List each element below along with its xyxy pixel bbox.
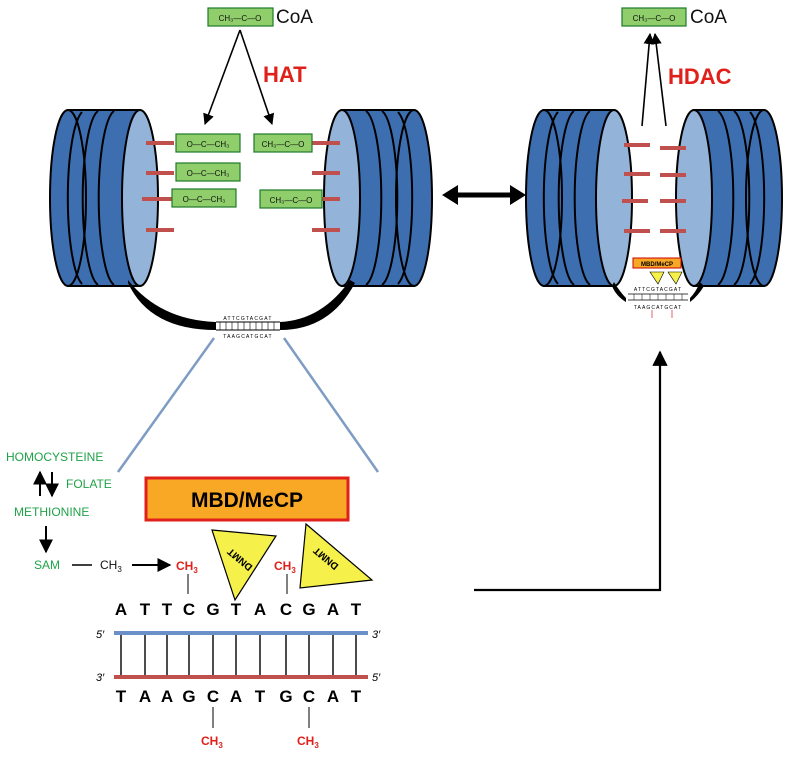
dnmt-triangle-icon: DNMT — [299, 522, 374, 589]
mini-bottom-seq: TAAGCATGCAT — [634, 305, 683, 311]
mbd-mecp-box — [144, 476, 350, 522]
hdac-label: HDAC — [668, 64, 732, 89]
five-prime-bottom: 5′ — [372, 672, 381, 684]
acetyl-group-icon — [171, 188, 237, 208]
linker-dna-left — [128, 280, 216, 330]
svg-text:T: T — [255, 687, 266, 706]
acetyl-group-icon — [253, 133, 313, 153]
dnmt-triangle-icon — [649, 271, 665, 285]
svg-text:G: G — [279, 687, 292, 706]
svg-text:G: G — [302, 600, 315, 619]
zoom-line-left — [116, 337, 216, 473]
linker-dna-right — [280, 280, 355, 330]
svg-text:A: A — [115, 600, 127, 619]
methionine-label: METHIONINE — [14, 505, 89, 519]
acetyl-label: O—C—CH₃ — [187, 169, 230, 178]
nucleosome-icon — [675, 109, 783, 287]
svg-text:T: T — [116, 687, 127, 706]
svg-text:A: A — [230, 687, 242, 706]
five-prime-top: 5′ — [96, 629, 105, 641]
double-arrow-icon — [442, 185, 526, 205]
svg-text:T: T — [351, 600, 362, 619]
methyl-group-top: CH3 — [176, 559, 198, 575]
nucleosome-icon — [525, 109, 633, 287]
svg-text:T: T — [162, 600, 173, 619]
top-strand-bases: A T T C G T A C G A T — [115, 600, 362, 619]
hat-coa-label: CoA — [276, 7, 313, 28]
dnmt-triangle-icon: DNMT — [211, 529, 278, 602]
svg-text:A: A — [139, 687, 151, 706]
mbd-mecp-label: MBD/MeCP — [191, 489, 303, 512]
svg-text:G: G — [182, 687, 195, 706]
hdac-coa-label: CoA — [690, 7, 727, 28]
svg-text:T: T — [140, 600, 151, 619]
nucleosome-icon — [49, 109, 159, 287]
linker-bottom-seq: TAAGCATGCAT — [223, 334, 273, 340]
hat-acetyl-coa: CH₃—C—O CoA — [207, 7, 313, 28]
acetyl-group-icon — [259, 189, 323, 209]
dnmt-triangle-icon — [667, 271, 683, 285]
acetyl-group-icon — [621, 7, 687, 27]
svg-text:G: G — [206, 600, 219, 619]
methyl-group-bottom: CH3 — [201, 734, 223, 750]
svg-text:C: C — [280, 600, 292, 619]
sam-label: SAM — [34, 558, 60, 572]
svg-text:C: C — [183, 600, 195, 619]
sam-methyl-group: CH3 — [100, 558, 122, 574]
acetyl-label: CH₃—C—O — [270, 196, 313, 205]
nucleosome-icon — [323, 109, 433, 287]
hdac-arrow-1 — [641, 32, 655, 127]
acetyl-label: O—C—CH₃ — [183, 195, 226, 204]
zoom-line-right — [282, 337, 380, 473]
hat-coa-group: CH₃—C—O — [219, 14, 262, 23]
acetyl-groups-left: O—C—CH₃ O—C—CH₃ O—C—CH₃ CH₃—C—O CH₃—C—O — [171, 133, 323, 209]
linker-top-seq: ATTCGTACGAT — [223, 316, 272, 322]
histone-tails-left — [142, 141, 340, 232]
svg-text:C: C — [207, 687, 219, 706]
hat-arrow-left — [203, 29, 241, 126]
three-prime-bottom: 3′ — [96, 672, 105, 684]
svg-text:A: A — [254, 600, 266, 619]
mini-methylation-complex: MBD/MeCP ATTCGTACGAT TAAGCATGCAT — [612, 257, 704, 318]
three-prime-top: 3′ — [372, 629, 381, 641]
acetyl-label: CH₃—C—O — [262, 140, 305, 149]
acetyl-group-icon — [175, 133, 241, 153]
hat-label: HAT — [263, 62, 307, 87]
homocysteine-label: HOMOCYSTEINE — [6, 450, 103, 464]
hdac-coa-group: CH₃—C—O — [633, 14, 676, 23]
svg-text:C: C — [303, 687, 315, 706]
svg-text:T: T — [231, 600, 242, 619]
bottom-strand-bases: T A A G C A T G C A T — [116, 687, 362, 706]
acetyl-group-icon — [207, 7, 274, 27]
mini-mbd-label: MBD/MeCP — [641, 262, 673, 268]
svg-text:T: T — [351, 687, 362, 706]
base-pair-rungs — [120, 635, 357, 675]
feedback-arrow — [474, 350, 668, 592]
svg-text:A: A — [327, 687, 339, 706]
hdac-arrow-2 — [650, 32, 667, 127]
hat-arrow-right — [239, 29, 275, 126]
hdac-acetyl-coa: CH₃—C—O CoA — [621, 7, 727, 28]
folate-label: FOLATE — [66, 477, 112, 491]
linker-dna-ladder — [216, 321, 280, 331]
mini-mbd-box — [632, 257, 682, 269]
mini-top-seq: ATTCGTACGAT — [634, 287, 682, 293]
svg-text:A: A — [161, 687, 173, 706]
acetyl-group-icon — [175, 162, 241, 182]
methyl-group-top: CH3 — [274, 559, 296, 575]
acetyl-label: O—C—CH₃ — [187, 140, 230, 149]
histone-tails-right — [622, 143, 686, 233]
methyl-group-bottom: CH3 — [297, 734, 319, 750]
svg-text:A: A — [327, 600, 339, 619]
